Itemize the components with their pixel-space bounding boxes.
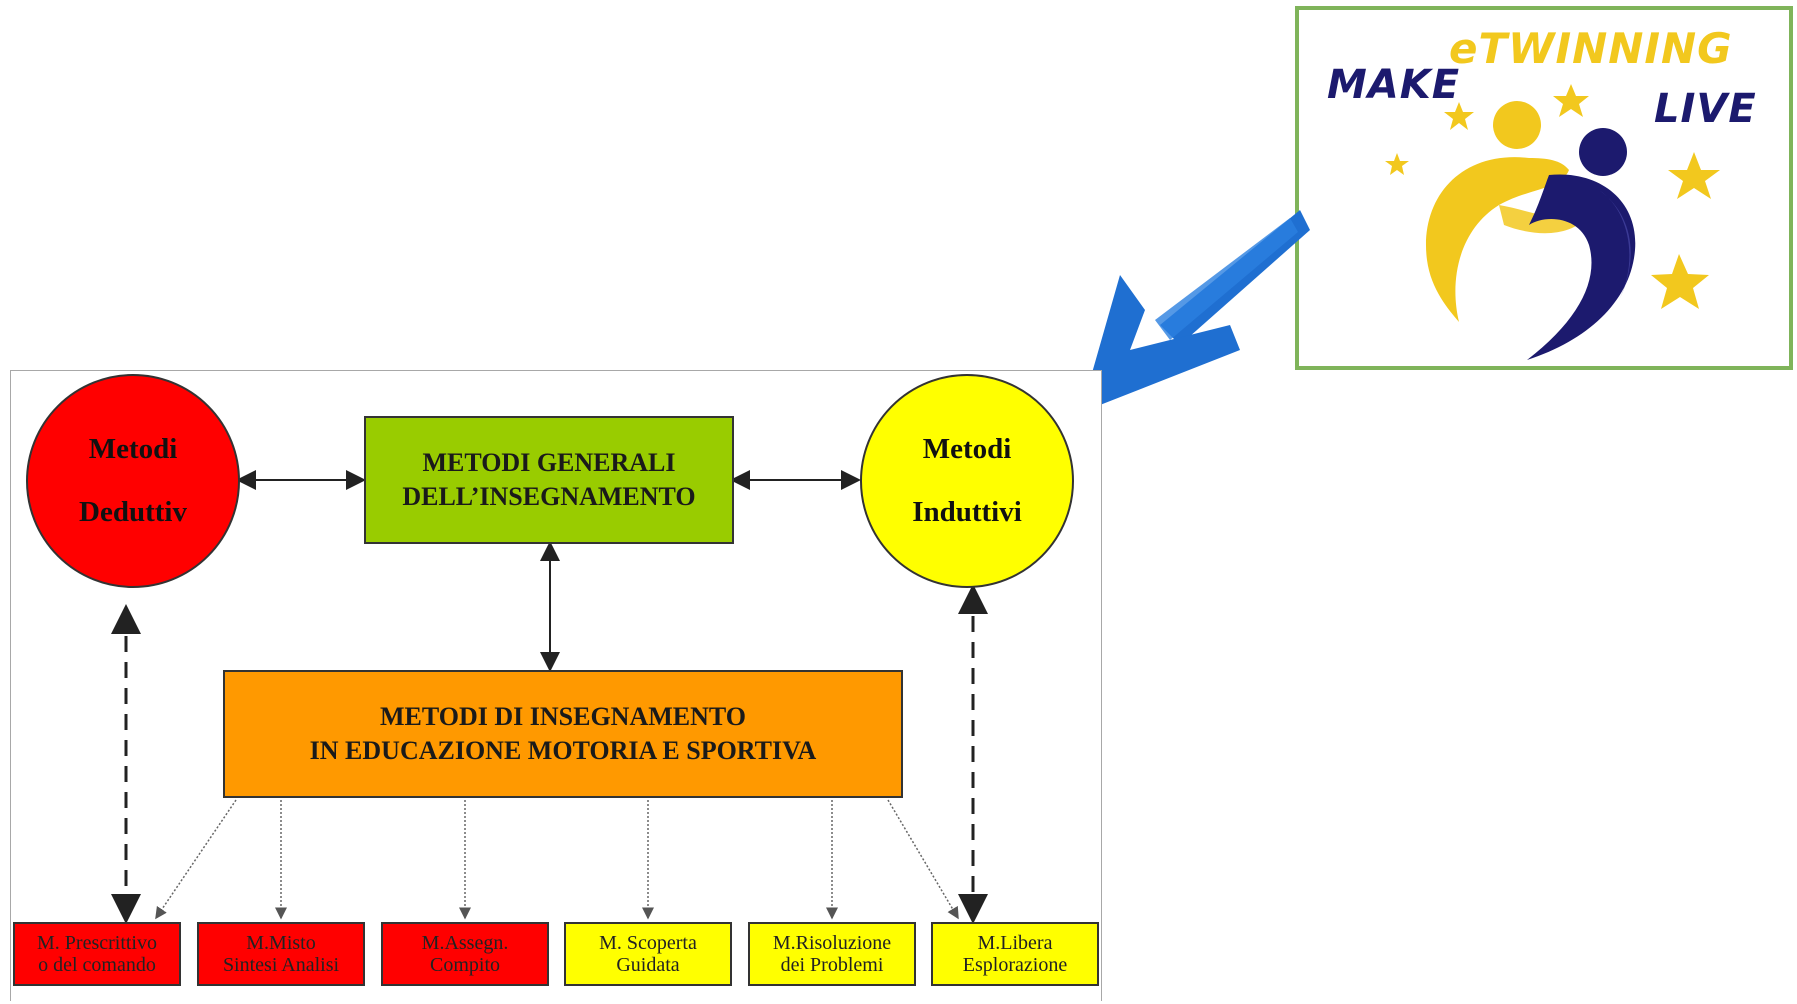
method-box-prescriptive: M. Prescrittivo o del comando bbox=[13, 922, 181, 986]
method-3-line2: Compito bbox=[429, 954, 500, 976]
method-5-line1: M.Risoluzione bbox=[772, 932, 892, 954]
method-1-line2: o del comando bbox=[38, 954, 156, 976]
general-line2: DELL’INSEGNAMENTO bbox=[402, 482, 696, 511]
teaching-methods-box: METODI DI INSEGNAMENTO IN EDUCAZIONE MOT… bbox=[223, 670, 903, 798]
logo-word-live: LIVE bbox=[1654, 86, 1757, 132]
method-6-line2: Esplorazione bbox=[962, 954, 1068, 976]
general-line1: METODI GENERALI bbox=[422, 448, 676, 477]
method-1-line1: M. Prescrittivo bbox=[37, 932, 157, 954]
inductive-line2: Induttivi bbox=[912, 496, 1022, 528]
teaching-line1: METODI DI INSEGNAMENTO bbox=[380, 702, 746, 731]
deductive-line2: Deduttiv bbox=[79, 496, 187, 528]
deductive-methods-circle: Metodi Deduttiv bbox=[26, 374, 240, 588]
method-2-line2: Sintesi Analisi bbox=[222, 954, 340, 976]
logo-word-make: MAKE bbox=[1327, 62, 1461, 108]
link-teaching-leaf-1 bbox=[155, 799, 237, 920]
method-box-task: M.Assegn. Compito bbox=[381, 922, 549, 986]
deductive-line1: Metodi bbox=[88, 433, 178, 465]
method-box-free-exploration: M.Libera Esplorazione bbox=[931, 922, 1099, 986]
inductive-line1: Metodi bbox=[922, 433, 1012, 465]
etwinning-logo: MAKE eTWINNING LIVE bbox=[1295, 6, 1793, 370]
method-4-line1: M. Scoperta bbox=[599, 932, 697, 954]
method-3-line1: M.Assegn. bbox=[421, 932, 509, 954]
logo-word-etwinning: eTWINNING bbox=[1449, 24, 1733, 73]
logo-figures-icon bbox=[1385, 84, 1720, 360]
link-teaching-leaf-6 bbox=[887, 799, 959, 920]
method-2-line1: M.Misto bbox=[246, 932, 316, 954]
method-box-mixed: M.Misto Sintesi Analisi bbox=[197, 922, 365, 986]
blue-arrow-icon bbox=[1080, 210, 1310, 415]
method-box-guided-discovery: M. Scoperta Guidata bbox=[564, 922, 732, 986]
general-methods-box: METODI GENERALI DELL’INSEGNAMENTO bbox=[364, 416, 734, 544]
teaching-line2: IN EDUCAZIONE MOTORIA E SPORTIVA bbox=[309, 736, 817, 765]
inductive-methods-circle: Metodi Induttivi bbox=[860, 374, 1074, 588]
method-6-line1: M.Libera bbox=[977, 932, 1053, 954]
method-5-line2: dei Problemi bbox=[780, 954, 884, 976]
method-4-line2: Guidata bbox=[616, 954, 680, 976]
method-box-problem-solving: M.Risoluzione dei Problemi bbox=[748, 922, 916, 986]
